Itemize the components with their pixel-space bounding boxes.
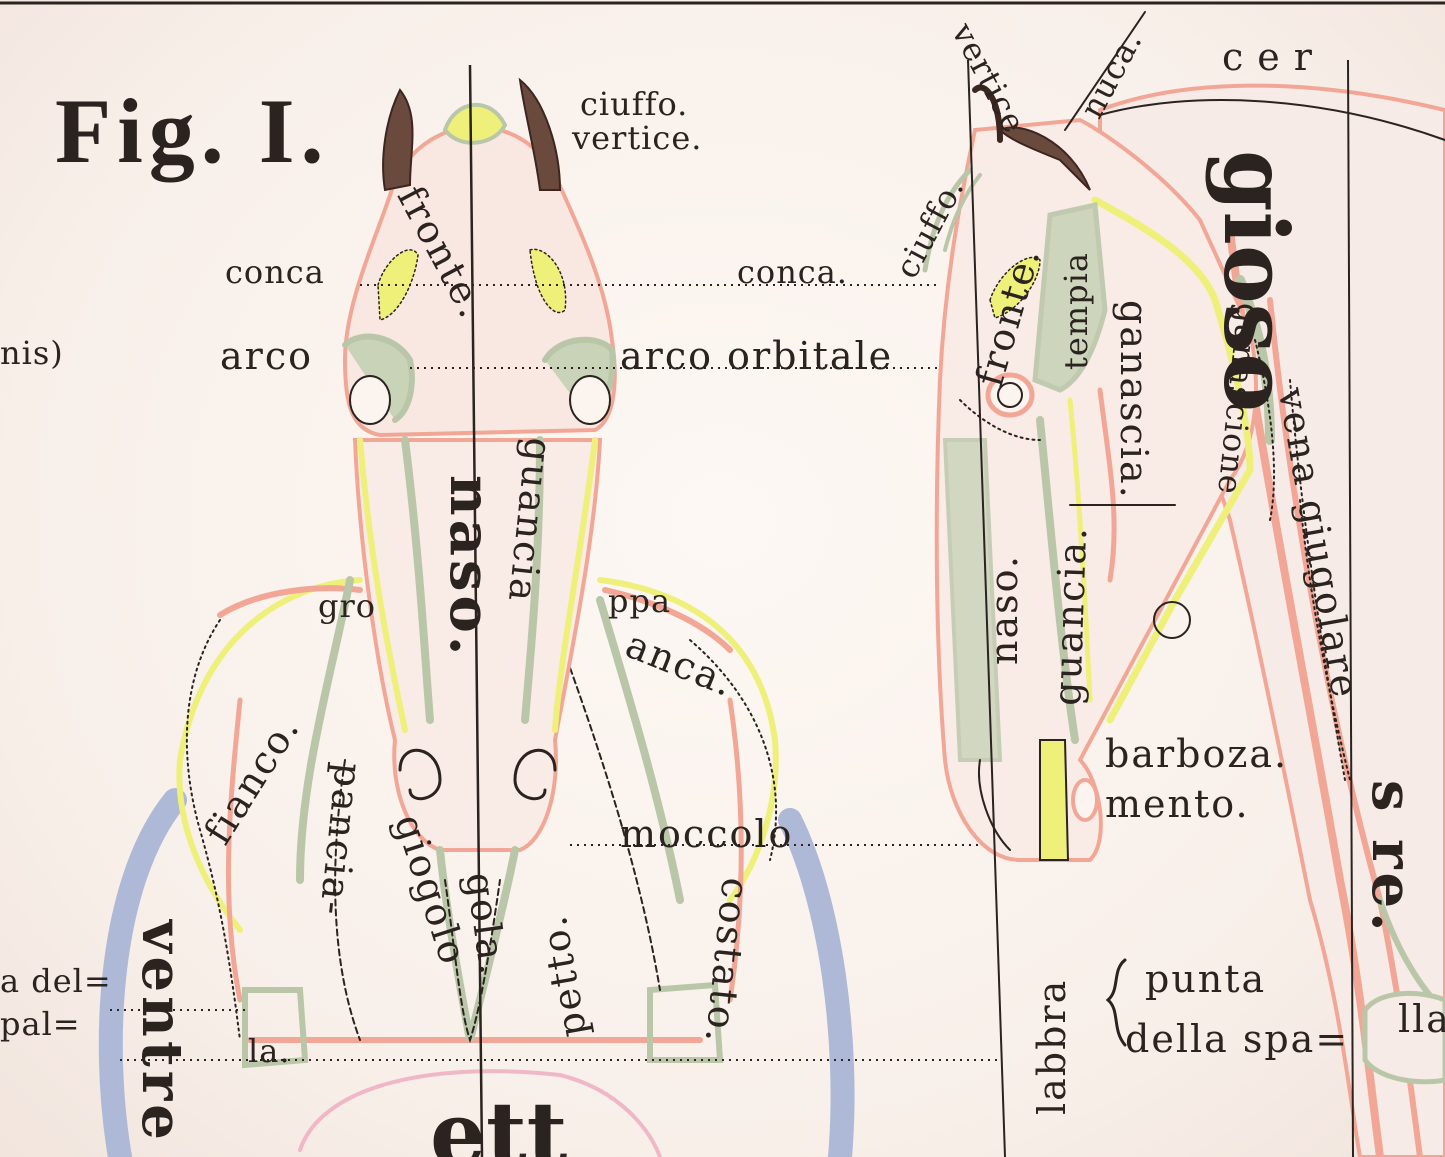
label-labbra: labbra bbox=[1030, 978, 1074, 1115]
label-arco-orbitale: arco orbitale bbox=[620, 334, 894, 378]
label-tempia: tempia bbox=[1057, 252, 1095, 370]
front-view-head bbox=[342, 77, 617, 1044]
label-vertice-front: vertice. bbox=[572, 119, 703, 157]
label-mento: mento. bbox=[1105, 782, 1250, 826]
label-conca-right: conca. bbox=[737, 253, 848, 291]
label-la: la. bbox=[248, 1032, 291, 1070]
label-punta-spalla-left-2: pal= bbox=[0, 1005, 81, 1043]
label-conca-left: conca bbox=[225, 253, 325, 291]
label-punta-spalla-left-1: a del= bbox=[0, 962, 112, 1000]
label-groppa-right: ppa bbox=[608, 582, 672, 620]
side-axis-line-left bbox=[967, 59, 1006, 1157]
label-barboza: barboza. bbox=[1105, 732, 1289, 776]
label-ventre: ventre bbox=[129, 920, 195, 1144]
label-moccolo: moccolo bbox=[620, 812, 794, 856]
label-spalla-side: lla bbox=[1398, 997, 1445, 1041]
label-petto-large: ett bbox=[430, 1082, 568, 1157]
label-ciuffo-front: ciuffo. bbox=[580, 85, 689, 123]
front-view-body bbox=[98, 576, 855, 1157]
figure-label: Fig. I. bbox=[55, 80, 330, 182]
label-groppa-left: gro bbox=[318, 587, 377, 625]
front-axis-line bbox=[468, 64, 484, 1157]
leader-lines bbox=[110, 284, 1000, 1061]
label-ganascia: ganascia. bbox=[1112, 300, 1156, 500]
label-guancia-side: guancia. bbox=[1045, 524, 1096, 707]
label-hooks-left: nis) bbox=[0, 334, 64, 372]
label-cervice: cer bbox=[1222, 35, 1326, 79]
label-punta-1: punta bbox=[1145, 957, 1267, 1001]
side-view-horse bbox=[922, 11, 1445, 1157]
label-naso-front: naso. bbox=[437, 475, 503, 660]
label-arco-left: arco bbox=[220, 334, 313, 378]
label-collo: gioso bbox=[1204, 150, 1308, 412]
label-sre: s re. bbox=[1359, 780, 1425, 936]
label-punta-2: della spa= bbox=[1125, 1017, 1350, 1061]
side-axis-line-right bbox=[1347, 59, 1354, 1157]
label-naso-side: naso. bbox=[982, 554, 1026, 665]
